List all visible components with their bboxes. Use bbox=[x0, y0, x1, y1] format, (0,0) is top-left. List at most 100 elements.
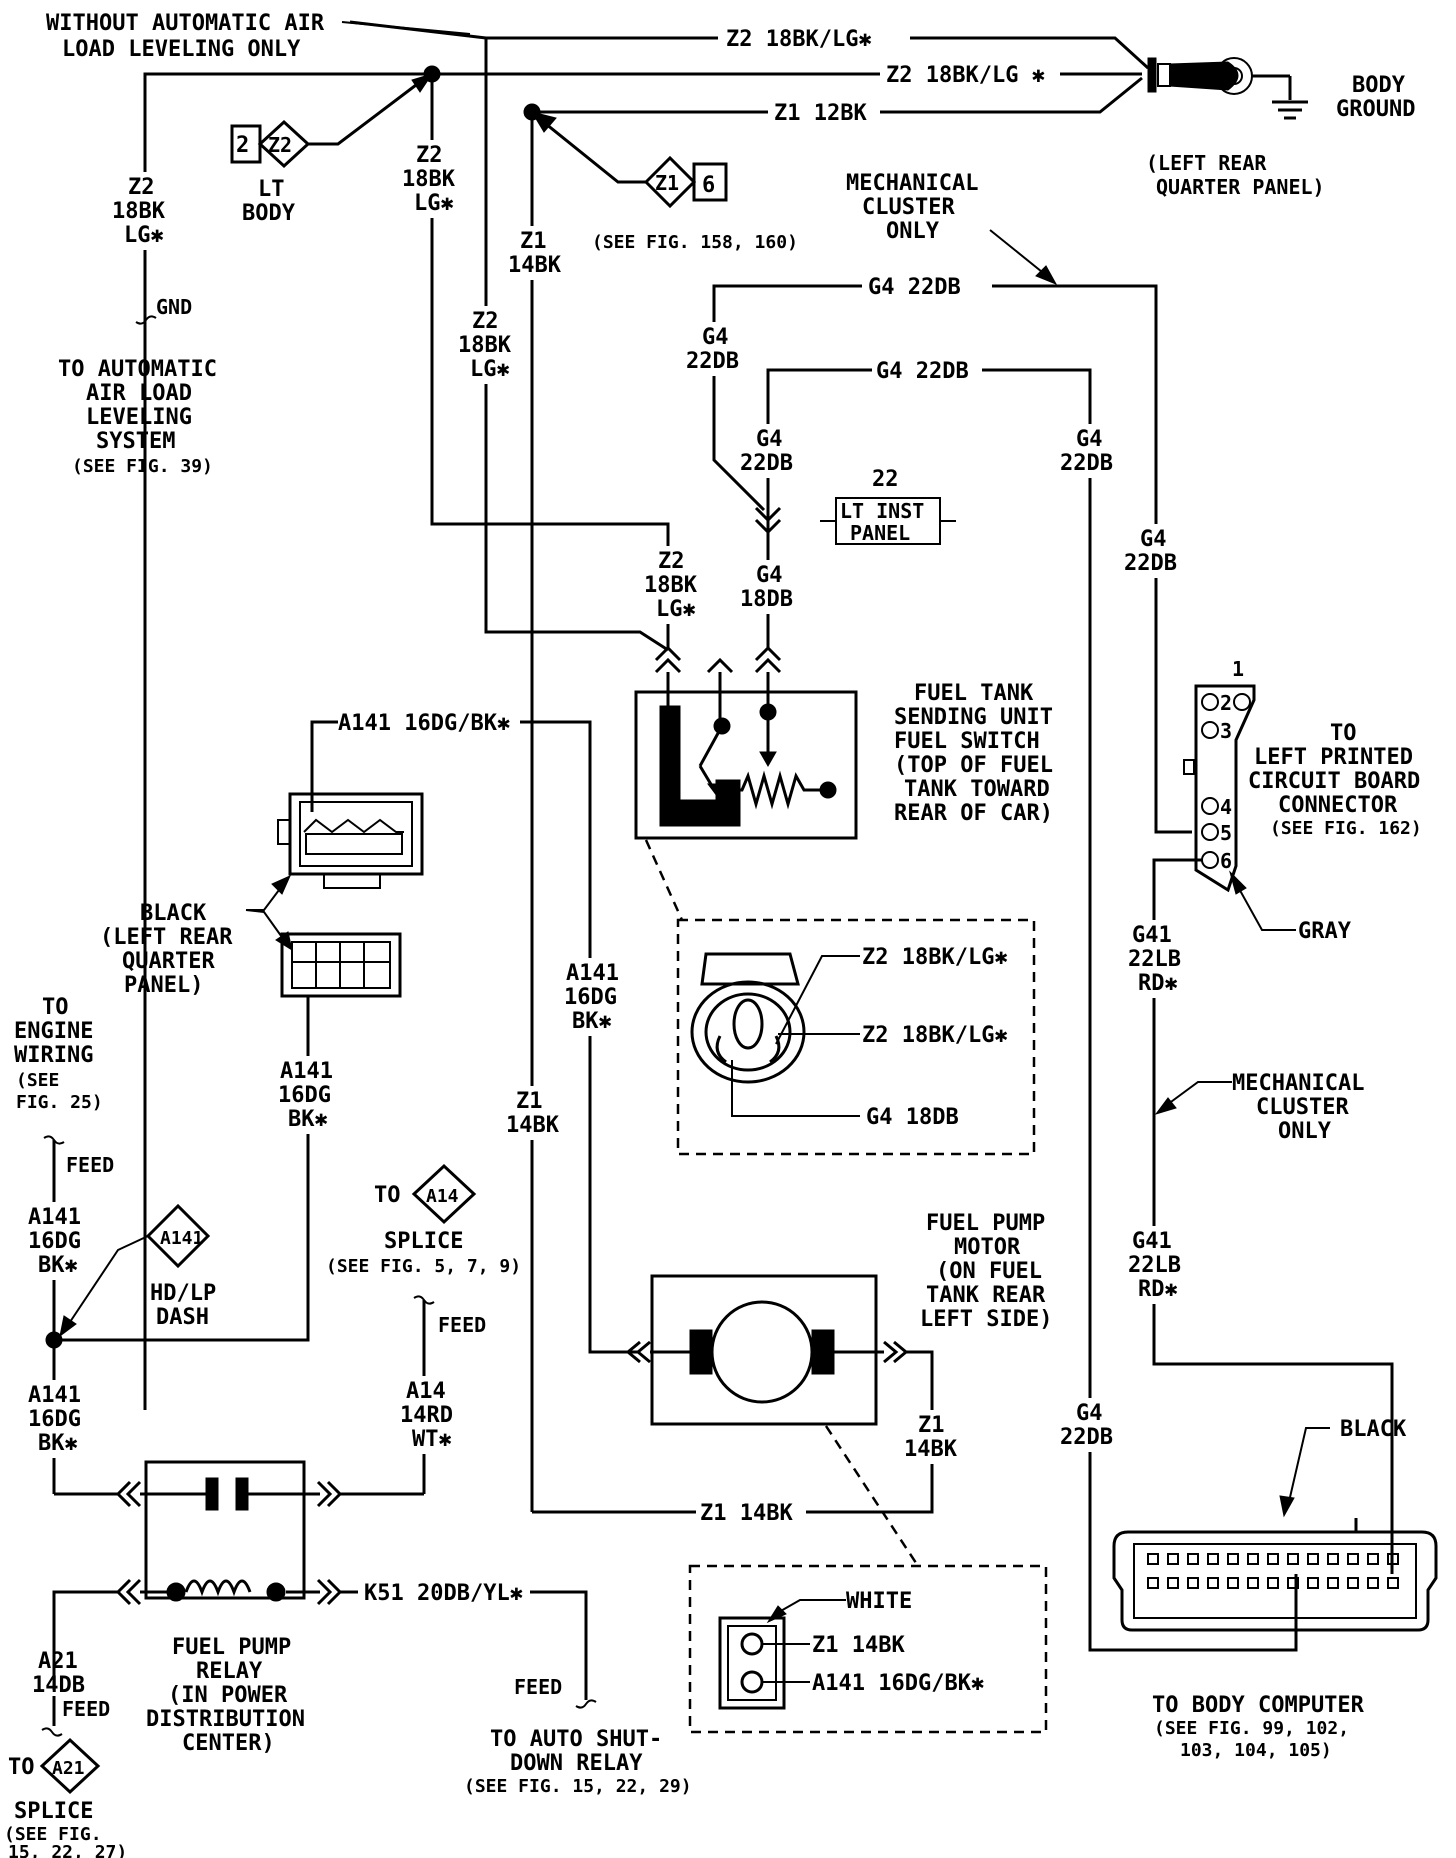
engine-2: ENGINE bbox=[14, 1019, 93, 1044]
left-z2-gnd: GND bbox=[156, 295, 192, 319]
sender-z2-color: LG✱ bbox=[656, 597, 696, 622]
pcb-pin-5: 5 bbox=[1220, 821, 1232, 845]
top-ground-wires bbox=[143, 20, 1308, 1410]
asd-feed: FEED bbox=[514, 1675, 562, 1699]
pump-w2: A141 16DG/BK✱ bbox=[812, 1671, 984, 1696]
hdlp-2: DASH bbox=[156, 1305, 209, 1330]
a14-gauge: 14RD bbox=[400, 1403, 453, 1428]
aal-label-2: AIR LOAD bbox=[86, 381, 192, 406]
a141-lower-code: A141 bbox=[28, 1383, 81, 1408]
without-aal-label-1: WITHOUT AUTOMATIC AIR bbox=[46, 11, 325, 36]
g41-a-color: RD✱ bbox=[1138, 971, 1178, 996]
relay-3: (IN POWER bbox=[168, 1683, 288, 1708]
bc-label-1: TO BODY COMPUTER bbox=[1152, 1693, 1365, 1718]
aal-ref: (SEE FIG. 39) bbox=[72, 456, 213, 477]
mid-z2-a-code: Z2 bbox=[416, 143, 443, 168]
g41-a-gauge: 22LB bbox=[1128, 947, 1181, 972]
g4-v3-gauge: 22DB bbox=[1060, 451, 1113, 476]
pcb-gray: GRAY bbox=[1298, 919, 1352, 944]
engine-5: FIG. 25) bbox=[16, 1092, 103, 1113]
body-computer-pin bbox=[1247, 1553, 1259, 1565]
g4-v18-code: G4 bbox=[756, 563, 783, 588]
pcb-label-4: CONNECTOR bbox=[1278, 793, 1398, 818]
aal-label-4: SYSTEM bbox=[96, 429, 175, 454]
lt-body-connector bbox=[230, 73, 434, 169]
asd-ref: (SEE FIG. 15, 22, 29) bbox=[464, 1776, 692, 1797]
inst-panel-2: PANEL bbox=[850, 521, 910, 545]
left-rear-qp-label-2: QUARTER PANEL) bbox=[1156, 175, 1325, 199]
bc-black: BLACK bbox=[1340, 1417, 1407, 1442]
z1-splice-ref: (SEE FIG. 158, 160) bbox=[592, 232, 798, 253]
sender-detail-w1: Z2 18BK/LG✱ bbox=[862, 945, 1008, 970]
wire-label-z2-top-2: Z2 18BK/LG ✱ bbox=[886, 63, 1045, 88]
fuel-sender-2: SENDING UNIT bbox=[894, 705, 1053, 730]
black-conn-3: QUARTER bbox=[122, 949, 215, 974]
sender-z2-gauge: 18BK bbox=[644, 573, 698, 598]
z1-pump-code: Z1 bbox=[918, 1413, 945, 1438]
g4-v4-gauge: 22DB bbox=[1124, 551, 1177, 576]
a14-splice-code: A14 bbox=[426, 1186, 459, 1207]
body-computer-pin bbox=[1267, 1577, 1279, 1589]
fuel-sender-3: FUEL SWITCH bbox=[894, 729, 1040, 754]
g4-v3-code: G4 bbox=[1076, 427, 1103, 452]
g4-v2-code: G4 bbox=[756, 427, 783, 452]
body-ground-label-1: BODY bbox=[1352, 73, 1406, 98]
a21-splice-1: SPLICE bbox=[14, 1799, 93, 1824]
fuel-pump-4: TANK REAR bbox=[926, 1283, 1046, 1308]
left-rear-qp-label-1: (LEFT REAR bbox=[1146, 151, 1267, 175]
a141-engine-gauge: 16DG bbox=[28, 1229, 81, 1254]
asd-2: DOWN RELAY bbox=[510, 1751, 643, 1776]
fuel-pump-relay bbox=[52, 1460, 588, 1700]
body-computer-pin bbox=[1227, 1553, 1239, 1565]
body-computer-pin bbox=[1207, 1577, 1219, 1589]
black-connector-upper bbox=[277, 792, 424, 889]
g4-v1-code: G4 bbox=[702, 325, 729, 350]
a141-left-color: BK✱ bbox=[288, 1107, 328, 1132]
engine-1: TO bbox=[42, 995, 69, 1020]
mech-cluster-mid-1: MECHANICAL bbox=[1232, 1071, 1364, 1096]
a14-to: TO bbox=[374, 1183, 401, 1208]
body-computer-pin bbox=[1287, 1553, 1299, 1565]
g41-a-code: G41 bbox=[1132, 923, 1172, 948]
sender-detail-w2: Z2 18BK/LG✱ bbox=[862, 1023, 1008, 1048]
g4-h2: G4 22DB bbox=[876, 359, 969, 384]
fuel-pump-1: FUEL PUMP bbox=[926, 1211, 1045, 1236]
black-conn-1: BLACK bbox=[140, 901, 207, 926]
a21-splice-code: A21 bbox=[52, 1758, 85, 1779]
g4-v5-gauge: 22DB bbox=[1060, 1425, 1113, 1450]
body-computer-pin bbox=[1187, 1577, 1199, 1589]
body-computer-pin bbox=[1287, 1577, 1299, 1589]
pcb-label-3: CIRCUIT BOARD bbox=[1248, 769, 1420, 794]
left-z2-gauge: 18BK bbox=[112, 199, 166, 224]
mech-cluster-mid-3: ONLY bbox=[1278, 1119, 1332, 1144]
pcb-label-1: TO bbox=[1330, 721, 1357, 746]
a141-engine-code: A141 bbox=[28, 1205, 81, 1230]
pcb-connector bbox=[1183, 684, 1296, 931]
a141-lower-color: BK✱ bbox=[38, 1431, 78, 1456]
z1-bottom: Z1 14BK bbox=[700, 1501, 793, 1526]
body-computer-pin bbox=[1247, 1577, 1259, 1589]
engine-4: (SEE bbox=[16, 1070, 59, 1091]
a141-mid-code: A141 bbox=[566, 961, 619, 986]
pcb-pin-2: 2 bbox=[1220, 691, 1232, 715]
hdlp-1: HD/LP bbox=[150, 1281, 216, 1306]
pump-connector-detail bbox=[688, 1564, 1048, 1734]
fuel-sender-unit bbox=[634, 672, 858, 921]
mech-cluster-top-2: CLUSTER bbox=[862, 195, 955, 220]
mid-z2-b-code: Z2 bbox=[472, 309, 499, 334]
hdlp-code: A141 bbox=[160, 1228, 203, 1249]
body-ground-label-2: GROUND bbox=[1336, 97, 1415, 122]
a21-code: A21 bbox=[38, 1649, 78, 1674]
fuel-sender-4: (TOP OF FUEL bbox=[894, 753, 1053, 778]
mech-cluster-mid-2: CLUSTER bbox=[1256, 1095, 1349, 1120]
a141-left-code: A141 bbox=[280, 1059, 333, 1084]
lt-body-label-2: BODY bbox=[242, 201, 296, 226]
fuel-sender-1: FUEL TANK bbox=[914, 681, 1034, 706]
z1-mid-gauge: 14BK bbox=[506, 1113, 560, 1138]
pcb-pin-1: 1 bbox=[1232, 657, 1244, 681]
z1-splice-num: 6 bbox=[702, 173, 715, 198]
body-computer-pin bbox=[1347, 1553, 1359, 1565]
body-computer-pin bbox=[1267, 1553, 1279, 1565]
black-connector-lower bbox=[280, 932, 402, 998]
body-computer-pin bbox=[1327, 1553, 1339, 1565]
